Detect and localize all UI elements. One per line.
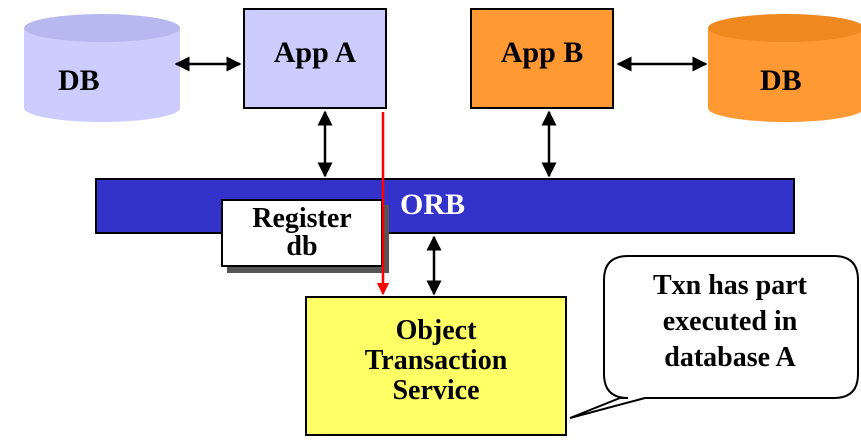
db-left-cylinder — [24, 14, 180, 122]
callout-text: Txn has part executed in database A — [607, 268, 853, 376]
callout-bubble — [569, 255, 859, 419]
ots-line-2: Transaction — [364, 345, 508, 376]
ots-box: Object Transaction Service — [305, 296, 567, 436]
app-a-label: App A — [273, 36, 357, 69]
ots-line-1: Object — [395, 315, 477, 346]
ots-line-3: Service — [392, 375, 480, 406]
callout-line-3: database A — [664, 342, 796, 373]
app-b-label: App B — [500, 36, 584, 69]
orb-label: ORB — [400, 188, 466, 221]
callout-line-2: executed in — [662, 306, 798, 337]
app-b-box: App B — [470, 8, 614, 109]
register-line-1: Register — [252, 203, 352, 234]
orb-bar — [95, 178, 795, 234]
register-line-2: db — [286, 231, 318, 262]
db-right-cylinder — [708, 14, 861, 122]
register-db-box: Register db — [221, 199, 383, 267]
db-left-label: DB — [58, 64, 100, 97]
callout-line-1: Txn has part — [652, 270, 808, 301]
app-a-box: App A — [243, 8, 387, 109]
db-right-label: DB — [760, 64, 802, 97]
